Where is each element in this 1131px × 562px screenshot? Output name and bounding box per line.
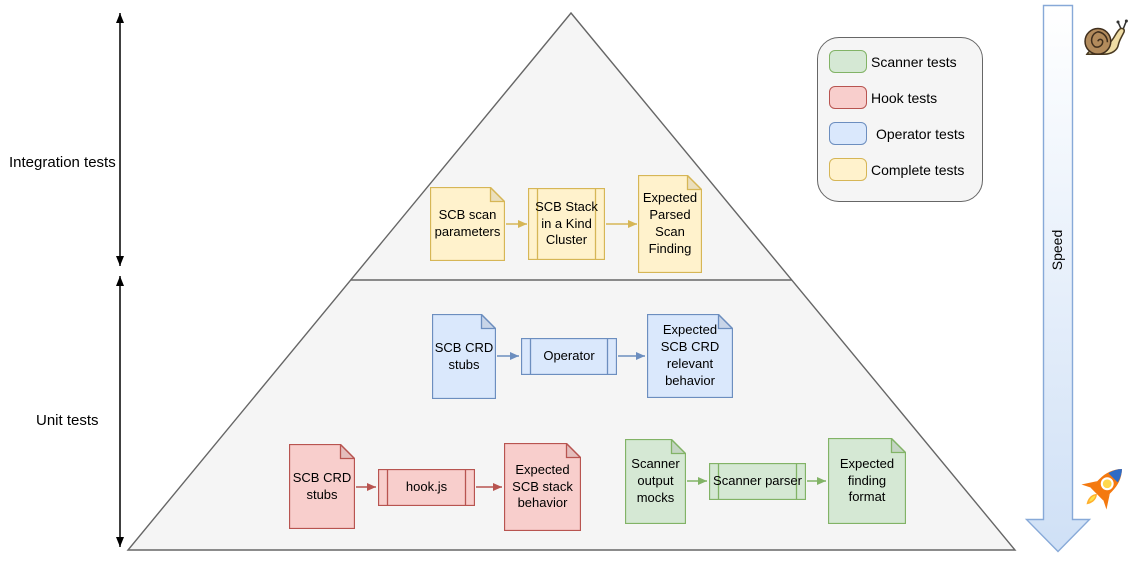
- node-label: Expected SCB stack behavior: [512, 461, 573, 511]
- legend-item-operator-tests: Operator tests: [829, 122, 982, 145]
- node-label: SCB CRD stubs: [292, 469, 352, 502]
- complete-tests-swatch: [829, 158, 867, 181]
- process-node-operator: Operator: [521, 338, 617, 375]
- doc-node-scb-scan-parameters: SCB scan parameters: [430, 187, 505, 261]
- unit-tests-label: Unit tests: [36, 412, 99, 429]
- node-label: SCB scan parameters: [434, 207, 501, 239]
- doc-node-scanner-output-mocks: Scanner output mocks: [625, 439, 686, 524]
- operator-tests-swatch: [829, 122, 867, 145]
- legend-item-complete-tests: Complete tests: [829, 158, 982, 181]
- legend-label: Hook tests: [871, 89, 938, 106]
- legend-item-scanner-tests: Scanner tests: [829, 50, 982, 73]
- integration-tests-label: Integration tests: [9, 154, 116, 171]
- doc-node-expected-parsed-scan-finding: Expected Parsed Scan Finding: [638, 175, 702, 273]
- node-label: Operator: [543, 348, 595, 364]
- legend-label: Scanner tests: [871, 53, 957, 70]
- doc-node-scb-crd-stubs-operator: SCB CRD stubs: [432, 314, 496, 399]
- scanner-tests-swatch: [829, 50, 867, 73]
- rocket-icon: [1081, 469, 1122, 510]
- process-node-scanner-parser: Scanner parser: [709, 463, 806, 500]
- node-label: hook.js: [405, 479, 448, 495]
- hook-tests-swatch: [829, 86, 867, 109]
- node-label: Expected finding format: [839, 455, 895, 505]
- doc-node-expected-scb-crd-behavior: Expected SCB CRD relevant behavior: [647, 314, 733, 398]
- process-node-hook-js: hook.js: [378, 469, 475, 506]
- doc-node-scb-crd-stubs-hook: SCB CRD stubs: [289, 444, 355, 529]
- speed-label: Speed: [1049, 229, 1065, 271]
- snail-icon: [1084, 19, 1128, 55]
- node-label: Expected Parsed Scan Finding: [642, 190, 698, 256]
- doc-node-expected-scb-stack-behavior: Expected SCB stack behavior: [504, 443, 581, 531]
- node-label: SCB CRD stubs: [434, 339, 494, 372]
- legend: Scanner tests Hook tests Operator tests …: [817, 37, 983, 202]
- process-node-scb-stack-kind-cluster: SCB Stack in a Kind Cluster: [528, 188, 605, 260]
- legend-item-hook-tests: Hook tests: [829, 86, 982, 109]
- speed-arrow: [1024, 4, 1092, 553]
- node-label: SCB Stack in a Kind Cluster: [535, 198, 598, 248]
- pyramid-triangle: [126, 11, 1017, 551]
- legend-label: Complete tests: [871, 161, 965, 178]
- node-label: Scanner parser: [713, 473, 802, 489]
- node-label: Scanner output mocks: [631, 456, 680, 505]
- legend-label: Operator tests: [876, 125, 965, 142]
- node-label: Expected SCB CRD relevant behavior: [660, 322, 720, 388]
- doc-node-expected-finding-format: Expected finding format: [828, 438, 906, 524]
